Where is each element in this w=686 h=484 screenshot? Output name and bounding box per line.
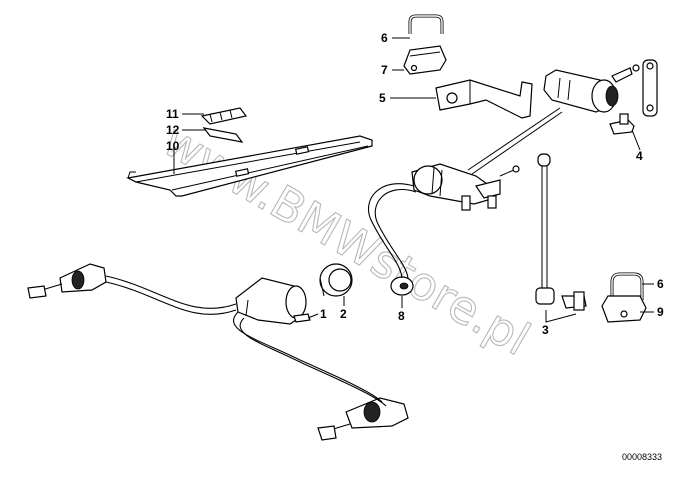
callout-8: 8: [398, 309, 405, 323]
callout-3: 3: [542, 323, 549, 337]
callout-6-top: 6: [381, 31, 388, 45]
callout-4: 4: [636, 149, 643, 163]
cylinder-top-right: [543, 59, 658, 135]
callout-1: 1: [320, 307, 327, 321]
callout-7: 7: [381, 63, 388, 77]
ubolt-part-6-bottom: [610, 272, 644, 300]
bracket-part-5: [435, 79, 533, 119]
cable-end-bottom: [317, 397, 409, 441]
pad-part-12: [202, 127, 244, 143]
callout-10: 10: [166, 139, 180, 153]
cylinder-part-1: [235, 277, 311, 325]
grommet-part-8: [390, 276, 414, 296]
callout-6-bottom: 6: [657, 277, 664, 291]
callout-2: 2: [340, 307, 347, 321]
link-rod-part-3: [535, 153, 587, 311]
bracket-part-9: [601, 295, 647, 323]
bracket-part-7: [403, 45, 447, 75]
leader-lines: [173, 37, 654, 323]
callout-9: 9: [657, 305, 664, 319]
clip-part-11: [200, 107, 248, 125]
callouts: 6 7 5 11 12 10 4 1 2 8 3 6 9: [166, 31, 664, 337]
connector-part-2: [319, 263, 353, 297]
cable-end-left: [27, 263, 107, 299]
callout-12: 12: [166, 123, 180, 137]
cylinder-middle: [411, 163, 520, 211]
ubolt-part-6-top: [408, 14, 444, 34]
callout-5: 5: [379, 91, 386, 105]
tray-part-10: [126, 135, 373, 197]
catalog-code: 00008333: [622, 452, 662, 462]
cables: [105, 107, 563, 407]
callout-11: 11: [166, 107, 179, 121]
